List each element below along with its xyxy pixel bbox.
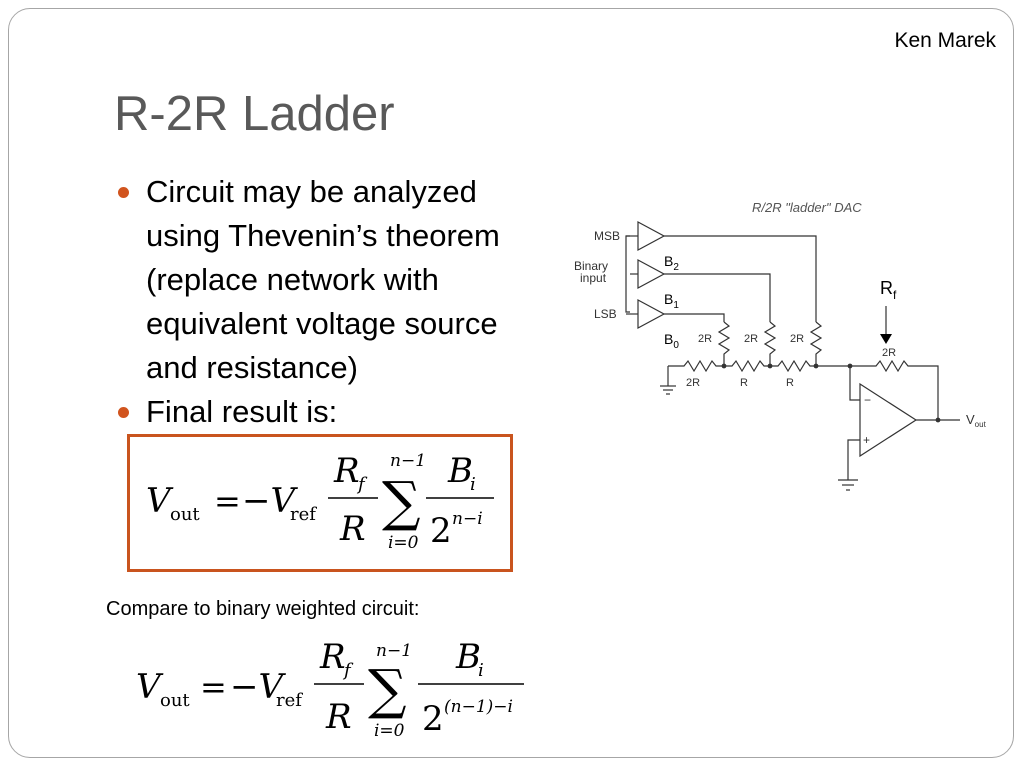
vout-label: Vout [966,412,987,429]
formula-sigma: ∑ [382,470,421,533]
b2-label: B2 [664,253,679,273]
formula-minus-vref: −V [230,667,286,707]
formula-b-sub: i [470,474,476,495]
formula-exponent: (n−1)−i [444,697,513,717]
resistor-2r-label: 2R [686,377,700,389]
slide-frame [8,8,1014,758]
input-label: input [580,271,607,285]
bullet-item: Circuit may be analyzed using Thevenin’s… [118,170,538,390]
bullet-list: Circuit may be analyzed using Thevenin’s… [118,170,538,434]
formula-vout-sub: out [160,690,190,711]
formula-rf-r: R [333,451,360,491]
formula-equals: = [200,668,227,706]
formula-sum-bottom: i=0 [374,721,405,741]
formula-sum-top: n−1 [390,451,426,471]
resistor-r-label: R [740,377,748,389]
formula-vout-v: V [146,481,174,521]
formula-r-denominator: R [325,697,352,737]
opamp-minus-label: − [864,393,871,407]
bullet-dot-icon [118,407,129,418]
msb-label: MSB [594,229,620,243]
opamp-plus-label: + [863,433,870,447]
r2r-circuit-diagram: R/2R "ladder" DAC MSB Binary input LSB B… [574,200,987,491]
binary-label: Binary [574,259,608,273]
formula-binary-weighted: V out = −V ref R f R n−1 ∑ i=0 B i 2 (n−… [136,637,524,741]
formula-vref-sub: ref [290,504,317,525]
formula-sigma: ∑ [368,658,407,721]
formula-minus-vref: −V [242,481,298,521]
formula-rf-sub: f [342,660,354,681]
b1-label: B1 [664,291,679,311]
formula-highlight-box [127,434,513,572]
formula-sum-bottom: i=0 [388,533,419,553]
rf-label: Rf [880,278,897,302]
lsb-label: LSB [594,307,617,321]
formula-vout-sub: out [170,504,200,525]
formula-equals: = [214,482,241,520]
resistor-2r-label: 2R [790,333,804,345]
formula-b: B [455,637,481,677]
formula-r-denominator: R [339,509,366,549]
formula-vout-v: V [136,667,164,707]
formula-exponent: n−i [452,509,483,529]
formula-rf-r: R [319,637,346,677]
formula-rf-sub: f [356,474,368,495]
formula-r2r: V out = −V ref R f R n−1 ∑ i=0 B i 2 n−i [146,451,494,553]
b0-label: B0 [664,331,679,351]
resistor-2r-label: 2R [882,347,896,359]
formula-vref-sub: ref [276,690,303,711]
bullet-text: Final result is: [146,394,338,429]
formula-b-sub: i [478,660,484,681]
slide-title: R-2R Ladder [114,87,395,141]
arrow-down-icon [880,334,892,344]
bullet-item: Final result is: [118,390,538,434]
formula-two: 2 [430,511,452,551]
formula-b: B [447,451,473,491]
formula-two: 2 [422,699,444,739]
resistor-r-label: R [786,377,794,389]
bullet-text: Circuit may be analyzed using Thevenin’s… [146,174,500,385]
diagram-title: R/2R "ladder" DAC [752,200,862,215]
resistor-2r-label: 2R [744,333,758,345]
bullet-dot-icon [118,187,129,198]
resistor-2r-label: 2R [698,333,712,345]
formula-sum-top: n−1 [376,641,412,661]
author-name: Ken Marek [894,29,996,52]
compare-text: Compare to binary weighted circuit: [106,598,420,620]
